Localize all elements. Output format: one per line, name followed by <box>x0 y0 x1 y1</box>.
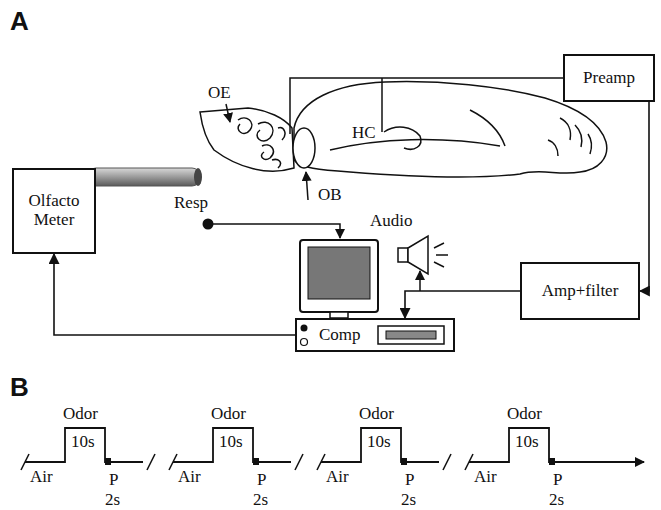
speaker <box>398 236 448 291</box>
resp-tube <box>88 168 200 186</box>
computer-monitor <box>300 240 378 318</box>
panel-letter: A <box>10 8 29 34</box>
stimulus-timeline <box>169 428 291 470</box>
device-label: Audio <box>370 212 413 229</box>
box-label: Comp <box>319 326 361 345</box>
timeline-label: 2s <box>105 491 120 508</box>
electrode-wires <box>290 78 563 134</box>
speaker <box>398 248 408 262</box>
resp-sensor-line <box>203 219 341 239</box>
stimulus-timeline <box>147 454 155 470</box>
sensor-label: Resp <box>174 194 208 211</box>
cerebellum-folds <box>548 118 591 156</box>
nasal-cavity <box>200 108 294 171</box>
box-label: Amp+filter <box>542 282 619 301</box>
computer-box: Comp <box>295 318 455 352</box>
timeline-label: Air <box>474 468 497 485</box>
timeline-label: 2s <box>401 491 416 508</box>
timeline-label: Air <box>178 468 201 485</box>
panel-letter: B <box>10 374 29 400</box>
device-box: Preamp <box>563 54 655 102</box>
computer-base-details <box>301 325 445 346</box>
device-box: Olfacto Meter <box>12 168 96 254</box>
box-label: Preamp <box>583 69 635 88</box>
structure-label: OE <box>208 84 231 101</box>
box-label: Olfacto Meter <box>14 192 94 229</box>
stimulus-timeline <box>21 428 143 470</box>
computer-base-details <box>386 331 436 339</box>
resp-sensor-line <box>213 224 340 238</box>
hippocampus <box>384 127 421 149</box>
timeline-label: 10s <box>367 433 391 450</box>
signal-arrow <box>405 291 520 318</box>
electrode-wires <box>381 78 383 132</box>
resp-tube <box>88 168 202 186</box>
stimulus-timeline <box>443 454 451 470</box>
timeline-label: Air <box>30 468 53 485</box>
timeline-label: Odor <box>211 405 246 422</box>
speaker <box>434 243 448 267</box>
timeline-label: Odor <box>507 405 542 422</box>
device-box: Amp+filter <box>520 262 640 320</box>
speaker <box>419 271 421 291</box>
timeline-label: P <box>257 471 266 488</box>
cortex-folds <box>330 110 505 150</box>
stimulus-timeline <box>317 428 439 470</box>
timeline-label: Odor <box>359 405 394 422</box>
timeline-label: Odor <box>63 405 98 422</box>
turbinates <box>238 118 285 168</box>
computer-base-details <box>378 326 444 344</box>
timeline-label: Air <box>326 468 349 485</box>
rat-head <box>200 82 607 177</box>
resp-tube <box>194 168 202 186</box>
pointer-arrows <box>306 172 308 200</box>
timeline-label: 2s <box>549 491 564 508</box>
timeline-label: P <box>553 471 562 488</box>
stimulus-timeline <box>295 454 303 470</box>
stimulus-timeline <box>21 428 644 470</box>
electrode-wires <box>290 78 563 134</box>
computer-monitor <box>300 240 378 312</box>
signal-arrow <box>640 102 649 291</box>
pointer-arrows <box>226 104 230 122</box>
stimulus-timeline <box>587 461 644 463</box>
structure-label: OB <box>318 186 342 203</box>
olfactory-bulb <box>293 128 315 168</box>
timeline-label: 2s <box>253 491 268 508</box>
timeline-label: P <box>109 471 118 488</box>
computer-monitor <box>308 247 370 299</box>
computer-base-details <box>301 325 308 332</box>
resp-sensor-line <box>203 219 214 230</box>
stimulus-timeline <box>465 428 587 470</box>
signal-arrow <box>54 254 295 335</box>
timeline-label: P <box>405 471 414 488</box>
timeline-label: 10s <box>71 433 95 450</box>
pointer-arrows <box>226 104 308 200</box>
timeline-label: 10s <box>219 433 243 450</box>
timeline-label: 10s <box>515 433 539 450</box>
brain-outline <box>294 82 607 177</box>
computer-base-details <box>301 339 308 346</box>
speaker <box>408 236 428 274</box>
structure-label: HC <box>352 124 376 141</box>
